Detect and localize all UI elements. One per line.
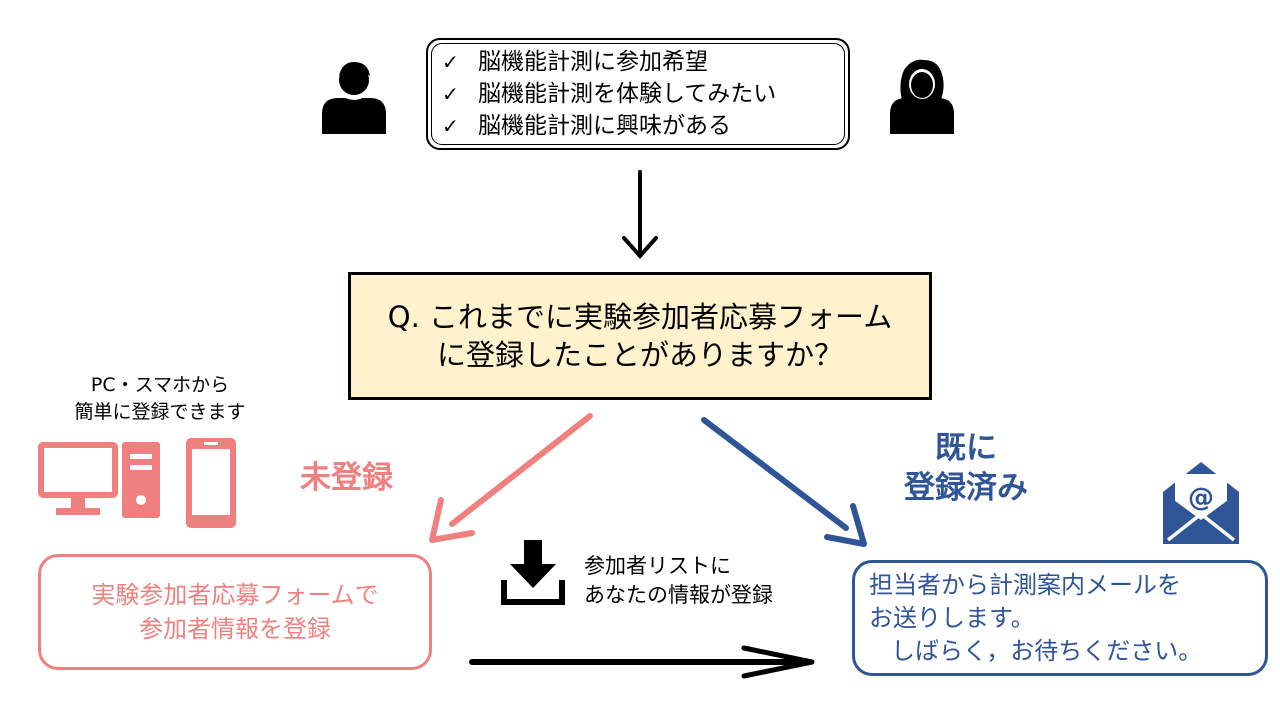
form-step-line: 参加者情報を登録 [139,615,331,643]
svg-text:@: @ [1188,483,1214,513]
desktop-computer-icon [38,442,160,518]
unregistered-arrow [429,413,593,543]
down-arrow [622,170,658,260]
smartphone-icon [186,438,236,528]
list-step-caption: 参加者リストに あなたの情報が登録 [584,552,773,610]
question-line: Q. これまでに実験参加者応募フォーム [387,300,893,334]
criteria-box: ✓ 脳機能計測に参加希望 ✓ 脳機能計測を体験してみたい ✓ 脳機能計測に興味がある [426,38,850,150]
check-icon: ✓ [442,50,459,74]
mail-step-line: しばらく，お待ちください。 [891,637,1203,665]
criteria-text: 脳機能計測を体験してみたい [478,81,777,107]
list-step-line: 参加者リストに [584,554,731,578]
bottom-right-arrow [469,645,815,679]
mail-step-line: 担当者から計測案内メールを [869,571,1181,599]
check-icon: ✓ [442,114,459,138]
check-icon: ✓ [442,82,459,106]
registered-label-line: 登録済み [904,470,1028,506]
registered-label-line: 既に [935,430,997,466]
criteria-text: 脳機能計測に参加希望 [478,49,708,75]
devices-caption-line: 簡単に登録できます [74,401,246,423]
form-step-box: 実験参加者応募フォームで 参加者情報を登録 [38,554,432,670]
criteria-item: ✓ 脳機能計測に参加希望 [442,46,834,78]
download-icon [501,540,565,605]
devices-caption-line: PC・スマホから [90,374,230,396]
registered-arrow [701,417,867,547]
criteria-text: 脳機能計測に興味がある [478,113,731,139]
registered-label: 既に 登録済み [876,428,1056,508]
mail-step-box: 担当者から計測案内メールを お送りします。 しばらく，お待ちください。 [852,560,1268,676]
devices-caption: PC・スマホから 簡単に登録できます [40,372,280,426]
male-person-icon [322,62,386,134]
question-box: Q. これまでに実験参加者応募フォーム に登録したことがありますか？ [348,272,932,400]
mail-step-line: お送りします。 [869,604,1035,632]
female-person-icon [890,59,954,134]
form-step-line: 実験参加者応募フォームで [91,581,379,609]
criteria-item: ✓ 脳機能計測に興味がある [442,110,834,142]
mail-icon: @ [1163,462,1239,544]
unregistered-label: 未登録 [300,460,393,496]
question-line: に登録したことがありますか？ [436,338,843,372]
list-step-line: あなたの情報が登録 [584,583,773,607]
criteria-item: ✓ 脳機能計測を体験してみたい [442,78,834,110]
